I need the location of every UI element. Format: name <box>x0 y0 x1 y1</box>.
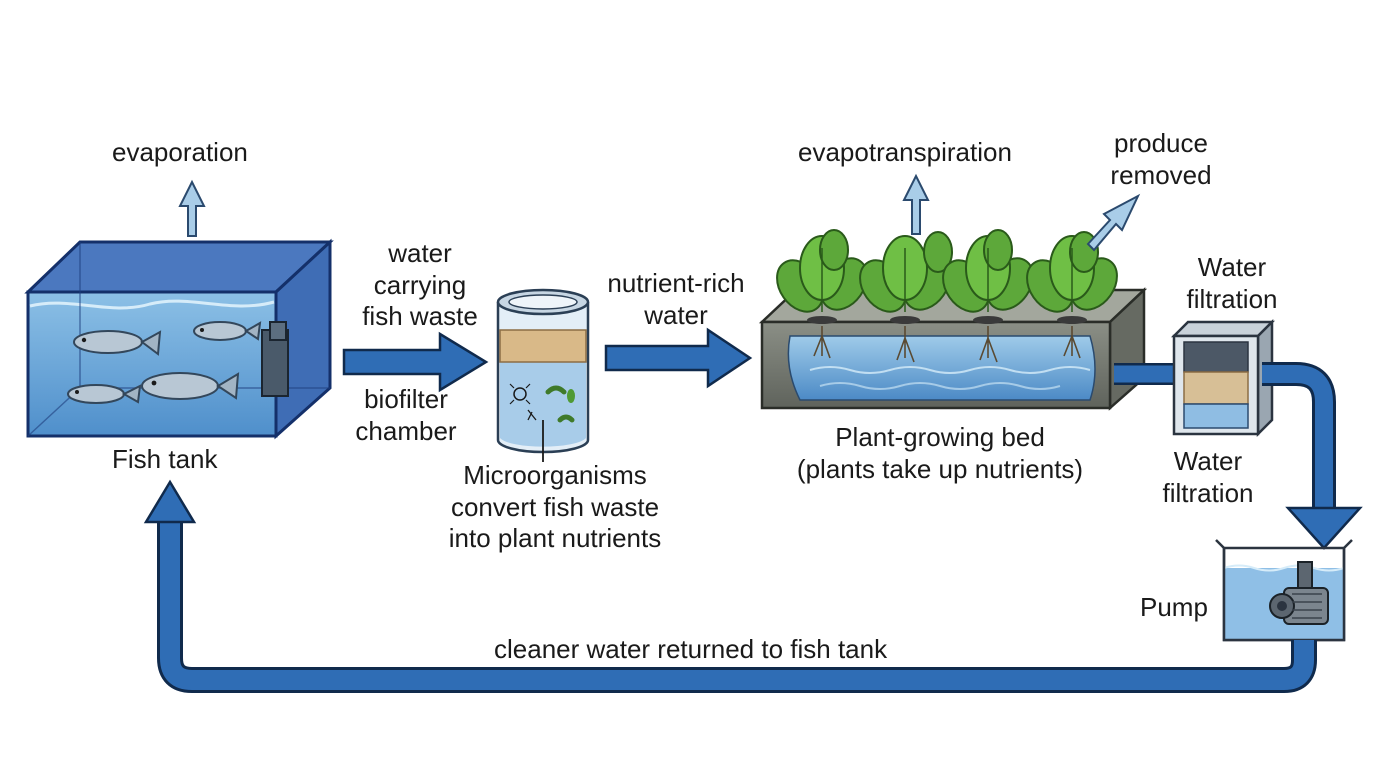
biofilter-chamber-label: biofilter chamber <box>346 384 466 447</box>
evapotranspiration-arrow <box>902 173 930 235</box>
plant-bed-line-1: Plant-growing bed <box>835 422 1045 452</box>
water-carrying-fish-waste-label: water carrying fish waste <box>352 238 488 333</box>
pump-icon <box>1269 561 1329 625</box>
produce-removed-arrow <box>1086 193 1141 252</box>
fish-2 <box>193 321 262 341</box>
fish-tank <box>24 238 334 440</box>
water-filtration-bottom-line-1: Water <box>1173 446 1243 476</box>
plant-1 <box>776 229 868 313</box>
water-filtration-top-line-2: filtration <box>1186 283 1278 314</box>
biofilter-line-1: biofilter <box>364 384 448 414</box>
nutrient-rich-water-label: nutrient-rich water <box>596 268 756 331</box>
nutrient-rich-line-2: water <box>644 299 708 330</box>
water-carrying-line-2: carrying <box>373 269 467 300</box>
fish-4 <box>67 384 142 404</box>
return-arrowhead-to-tank <box>143 479 197 524</box>
pump-label: Pump <box>1140 592 1208 622</box>
fish-1 <box>73 330 162 356</box>
water-filtration-label-bottom: Water filtration <box>1146 446 1270 509</box>
water-filtration-unit <box>1170 318 1276 438</box>
flow-arrow-to-plant-bed <box>604 327 753 389</box>
microorganisms-line-1: Microorganisms <box>463 460 647 490</box>
produce-removed-line-1: produce <box>1114 128 1208 158</box>
biofilter-chamber <box>496 288 590 454</box>
water-carrying-line-3: fish waste <box>362 301 478 332</box>
plant-2 <box>859 231 953 313</box>
microorganisms-line-2: convert fish waste <box>450 491 660 522</box>
nutrient-rich-line-1: nutrient-rich <box>607 268 745 298</box>
plant-bed-line-2: (plants take up nutrients) <box>796 453 1084 484</box>
evaporation-label: evaporation <box>112 137 248 167</box>
produce-removed-line-2: removed <box>1110 159 1212 190</box>
water-carrying-line-1: water <box>388 238 452 268</box>
plant-growing-bed-label: Plant-growing bed (plants take up nutrie… <box>780 422 1100 485</box>
microorganisms-label: Microorganisms convert fish waste into p… <box>430 460 680 555</box>
evapotranspiration-label: evapotranspiration <box>798 137 1012 167</box>
fish-tank-label: Fish tank <box>112 444 218 474</box>
water-filtration-bottom-line-2: filtration <box>1162 477 1254 508</box>
evaporation-arrow <box>178 179 206 237</box>
microorganisms-line-3: into plant nutrients <box>448 523 662 554</box>
plant-growing-bed <box>758 287 1148 411</box>
plant-3 <box>942 229 1034 313</box>
fish-3 <box>141 372 240 400</box>
flow-arrowhead-to-pump <box>1285 506 1363 550</box>
flow-arrow-to-biofilter <box>342 331 489 393</box>
water-filtration-label-top: Water filtration <box>1170 252 1294 315</box>
plant-4 <box>1026 231 1118 313</box>
return-flow-label: cleaner water returned to fish tank <box>494 634 888 664</box>
water-filtration-top-line-1: Water <box>1197 252 1267 282</box>
produce-removed-label: produce removed <box>1096 128 1226 191</box>
biofilter-line-2: chamber <box>355 415 457 446</box>
